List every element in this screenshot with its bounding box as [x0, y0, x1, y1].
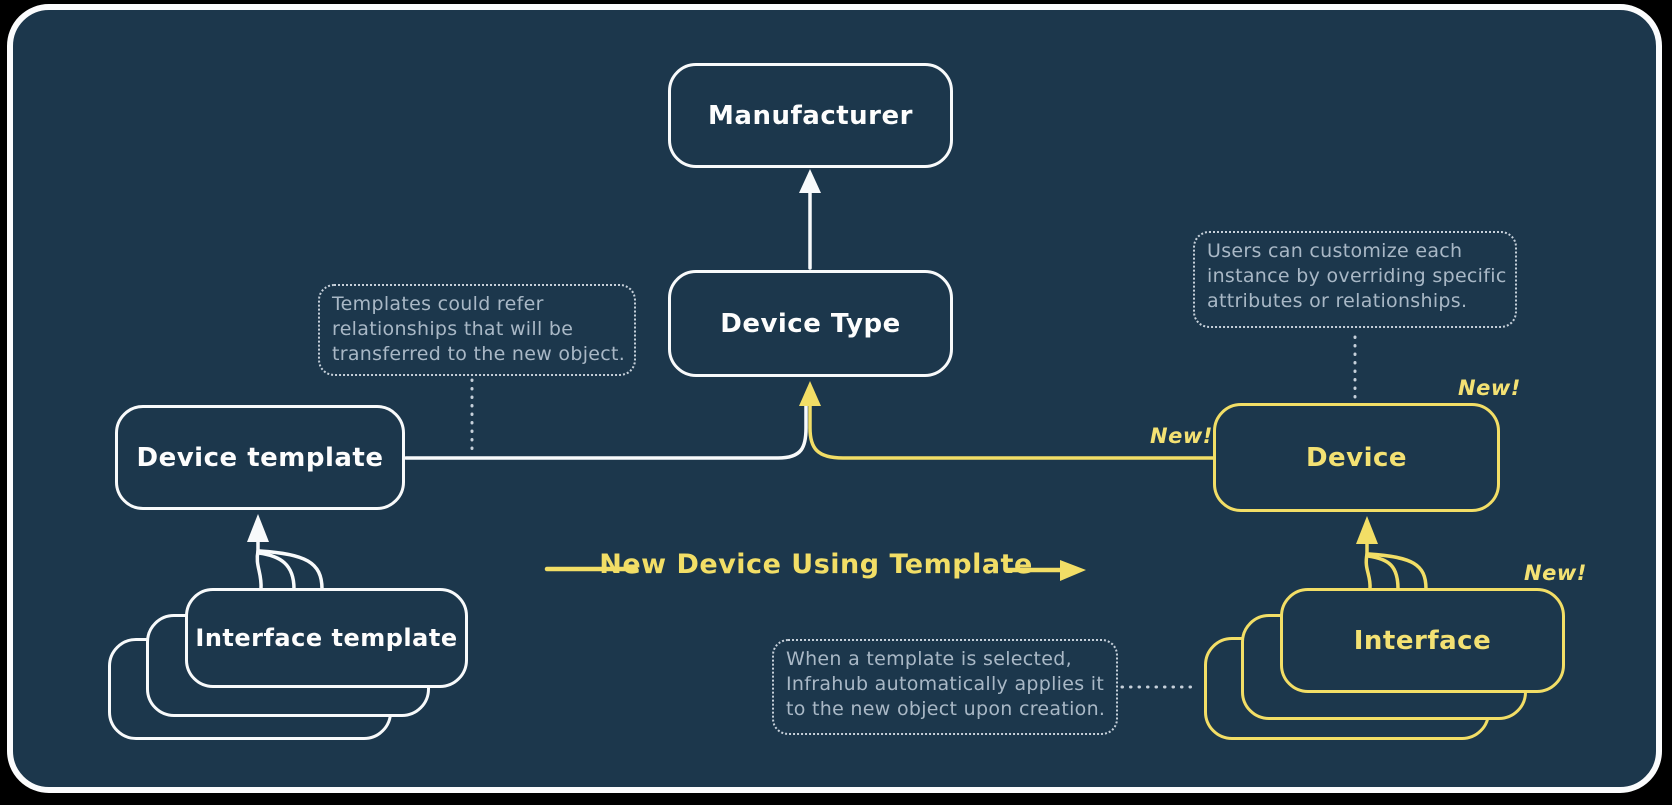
node-interface: Interface: [1280, 588, 1565, 693]
annotation-line: attributes or relationships.: [1207, 290, 1468, 312]
annotation-users-customize: Users can customize each instance by ove…: [1193, 231, 1517, 328]
badge-new-device-top-right: New!: [1458, 376, 1521, 400]
annotation-line: When a template is selected,: [786, 648, 1072, 670]
node-device-type-label: Device Type: [720, 308, 901, 339]
badge-new-interface-top-right: New!: [1524, 561, 1587, 585]
node-device-template-label: Device template: [136, 442, 384, 473]
node-device-label: Device: [1305, 442, 1408, 473]
node-interface-template: Interface template: [185, 588, 468, 688]
annotation-line: transferred to the new object.: [332, 343, 626, 365]
annotation-line: relationships that will be: [332, 318, 574, 340]
annotation-line: Users can customize each: [1207, 240, 1463, 262]
node-device: Device: [1213, 403, 1500, 512]
node-device-type: Device Type: [668, 270, 953, 377]
annotation-line: instance by overriding specific: [1207, 265, 1507, 287]
flow-label: New Device Using Template: [599, 549, 1033, 580]
annotation-templates-refer: Templates could refer relationships that…: [318, 284, 636, 376]
annotation-line: Infrahub automatically applies it: [786, 673, 1105, 695]
node-interface-template-label: Interface template: [195, 624, 458, 652]
badge-new-device-left: New!: [1150, 424, 1213, 448]
node-manufacturer: Manufacturer: [668, 63, 953, 168]
annotation-line: Templates could refer: [332, 293, 544, 315]
node-device-template: Device template: [115, 405, 405, 510]
annotation-line: to the new object upon creation.: [786, 698, 1106, 720]
node-interface-label: Interface: [1353, 625, 1492, 656]
node-manufacturer-label: Manufacturer: [708, 100, 913, 131]
annotation-template-selected: When a template is selected, Infrahub au…: [772, 639, 1118, 735]
